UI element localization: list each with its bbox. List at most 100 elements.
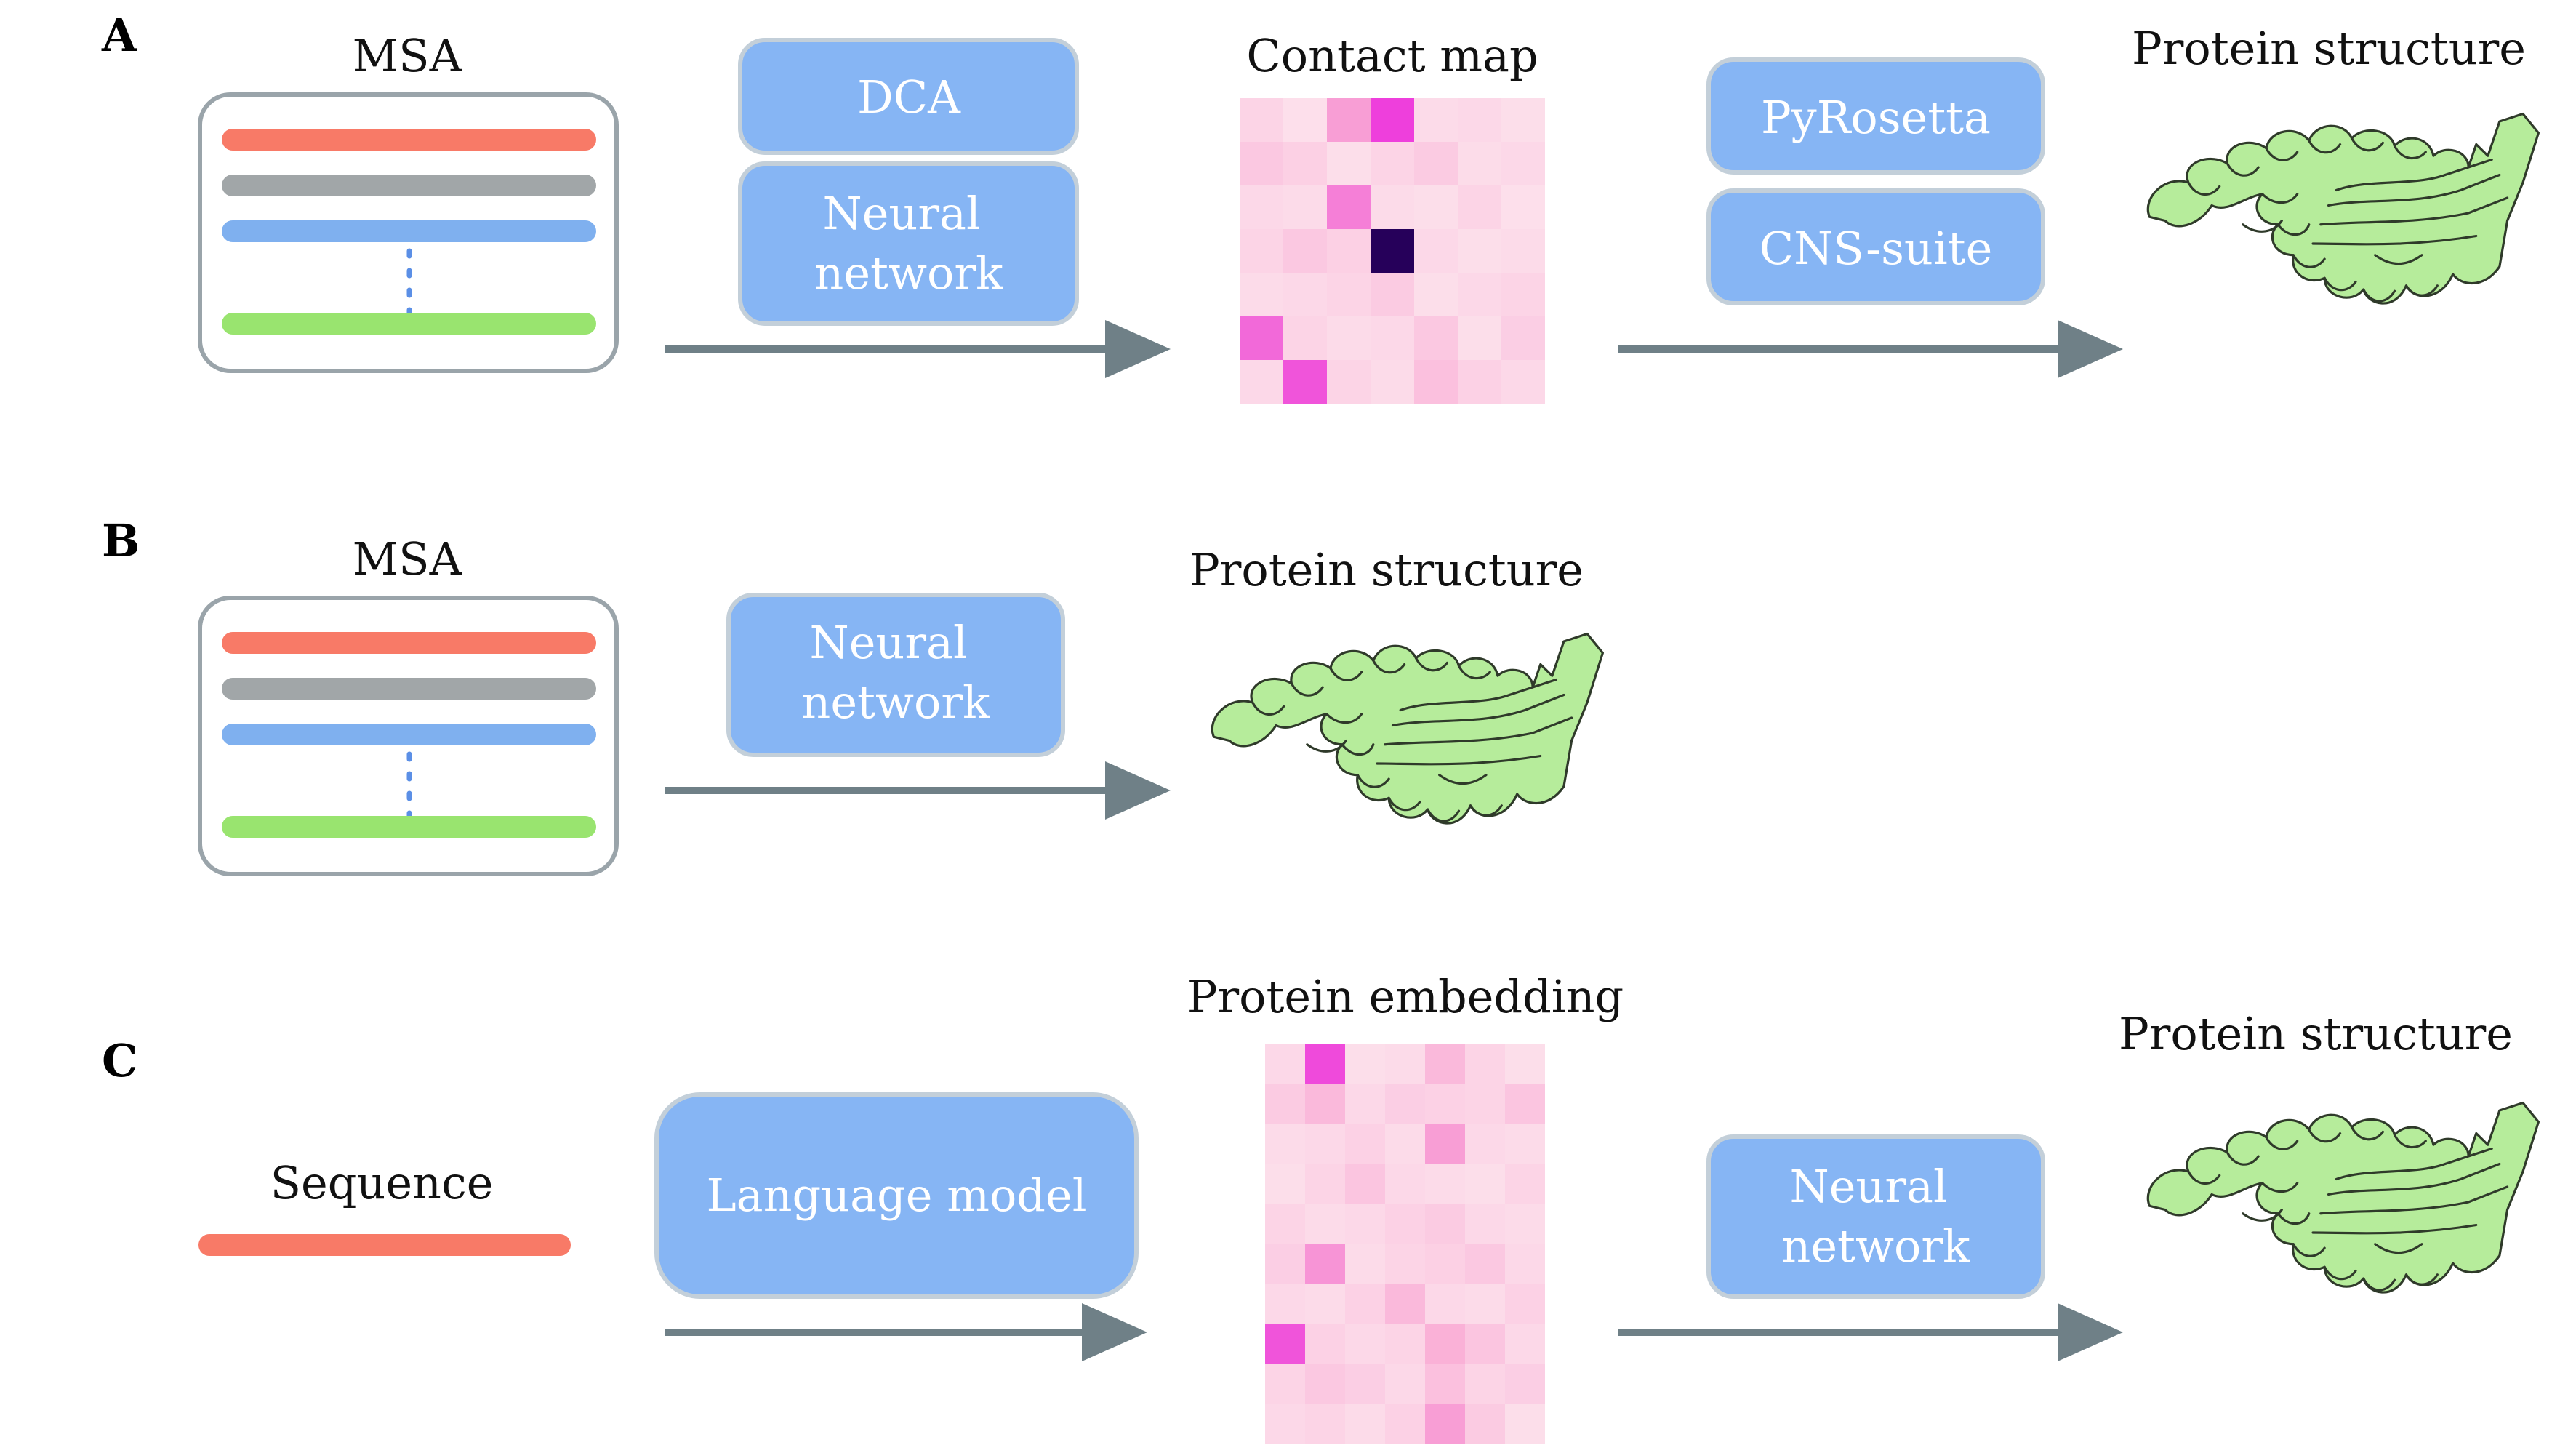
contact-map-cell-2-5: [1458, 185, 1501, 229]
contact-map-cell-5-0: [1240, 316, 1283, 360]
embedding-cell-2-6: [1505, 1124, 1545, 1164]
embedding-cell-5-0: [1265, 1244, 1305, 1284]
contact-map-cell-1-3: [1371, 142, 1414, 185]
contact-map-cell-3-6: [1501, 229, 1545, 273]
embedding-cell-7-1: [1305, 1324, 1345, 1364]
contact-map-cell-2-3: [1371, 185, 1414, 229]
embedding-cell-6-2: [1345, 1284, 1385, 1324]
embedding-cell-5-2: [1345, 1244, 1385, 1284]
structure-title-c: Protein structure: [2119, 1007, 2513, 1060]
pyrosetta-label: PyRosetta: [1761, 91, 1991, 144]
embedding-cell-2-5: [1465, 1124, 1505, 1164]
embedding-cell-9-5: [1465, 1404, 1505, 1444]
embedding-cell-2-0: [1265, 1124, 1305, 1164]
embedding-cell-7-5: [1465, 1324, 1505, 1364]
cns-suite-label: CNS-suite: [1760, 222, 1993, 275]
embedding-cell-7-3: [1385, 1324, 1425, 1364]
dca-label: DCA: [857, 71, 961, 124]
embedding-cell-3-3: [1385, 1164, 1425, 1204]
contact-map-cell-3-5: [1458, 229, 1501, 273]
embedding-cell-5-5: [1465, 1244, 1505, 1284]
contact-map-cell-0-2: [1327, 98, 1371, 142]
embedding-cell-4-0: [1265, 1204, 1305, 1244]
contact-map-cell-2-0: [1240, 185, 1283, 229]
embedding-cell-3-4: [1425, 1164, 1465, 1204]
structure-title-a: Protein structure: [2132, 22, 2526, 75]
contact-map-cell-5-5: [1458, 316, 1501, 360]
embedding-cell-3-5: [1465, 1164, 1505, 1204]
embedding-cell-0-2: [1345, 1044, 1385, 1084]
embedding-cell-6-6: [1505, 1284, 1545, 1324]
method-box-pyrosetta: PyRosetta: [1706, 57, 2045, 175]
embedding-cell-6-4: [1425, 1284, 1465, 1324]
method-box-neural-network-a: Neural network: [738, 161, 1079, 326]
contact-map-cell-2-4: [1414, 185, 1458, 229]
neural-network-label-a-line2: network: [814, 247, 1003, 300]
contact-map-cell-0-6: [1501, 98, 1545, 142]
contact-map-cell-0-0: [1240, 98, 1283, 142]
protein-ribbon-icon-c: [2146, 1101, 2540, 1294]
contact-map-cell-1-6: [1501, 142, 1545, 185]
neural-network-label-a: Neural network: [814, 187, 1003, 300]
embedding-cell-4-2: [1345, 1204, 1385, 1244]
embedding-cell-5-6: [1505, 1244, 1545, 1284]
panel-letter-a: A: [101, 9, 137, 62]
contact-map-cell-4-1: [1283, 273, 1327, 316]
panel-letter-c: C: [102, 1034, 137, 1087]
neural-network-label-c-line2: network: [1781, 1220, 1970, 1273]
method-box-cns-suite: CNS-suite: [1706, 188, 2045, 305]
contact-map-cell-6-4: [1414, 360, 1458, 404]
embedding-cell-3-0: [1265, 1164, 1305, 1204]
embedding-cell-8-1: [1305, 1364, 1345, 1404]
contact-map-cell-2-1: [1283, 185, 1327, 229]
embedding-cell-8-5: [1465, 1364, 1505, 1404]
contact-map-cell-2-6: [1501, 185, 1545, 229]
embedding-cell-4-4: [1425, 1204, 1465, 1244]
embedding-cell-2-2: [1345, 1124, 1385, 1164]
neural-network-label-c: Neural network: [1781, 1160, 1970, 1273]
neural-network-label-b: Neural network: [801, 616, 990, 729]
embedding-cell-4-5: [1465, 1204, 1505, 1244]
contact-map-cell-6-3: [1371, 360, 1414, 404]
contact-map-cell-5-3: [1371, 316, 1414, 360]
embedding-cell-8-3: [1385, 1364, 1425, 1404]
contact-map-cell-4-0: [1240, 273, 1283, 316]
embedding-cell-9-1: [1305, 1404, 1345, 1444]
embedding-cell-3-1: [1305, 1164, 1345, 1204]
contact-map-cell-3-0: [1240, 229, 1283, 273]
embedding-cell-0-0: [1265, 1044, 1305, 1084]
embedding-cell-5-1: [1305, 1244, 1345, 1284]
contact-map-cell-0-3: [1371, 98, 1414, 142]
contact-map-cell-5-2: [1327, 316, 1371, 360]
embedding-cell-6-0: [1265, 1284, 1305, 1324]
embedding-cell-6-1: [1305, 1284, 1345, 1324]
contact-map-title: Contact map: [1246, 29, 1538, 82]
embedding-cell-1-6: [1505, 1084, 1545, 1124]
neural-network-label-b-line1: Neural: [809, 616, 967, 669]
method-box-dca: DCA: [738, 38, 1079, 155]
embedding-title: Protein embedding: [1187, 970, 1624, 1023]
sequence-title: Sequence: [270, 1156, 494, 1209]
embedding-cell-8-0: [1265, 1364, 1305, 1404]
embedding-cell-6-3: [1385, 1284, 1425, 1324]
method-box-neural-network-c: Neural network: [1706, 1134, 2045, 1299]
contact-map-cell-3-2: [1327, 229, 1371, 273]
contact-map-cell-4-2: [1327, 273, 1371, 316]
contact-map-cell-1-4: [1414, 142, 1458, 185]
embedding-cell-4-3: [1385, 1204, 1425, 1244]
contact-map-cell-5-1: [1283, 316, 1327, 360]
contact-map-cell-0-1: [1283, 98, 1327, 142]
contact-map-cell-4-4: [1414, 273, 1458, 316]
contact-map-cell-6-5: [1458, 360, 1501, 404]
embedding-cell-9-3: [1385, 1404, 1425, 1444]
embedding-cell-2-3: [1385, 1124, 1425, 1164]
embedding-cell-9-2: [1345, 1404, 1385, 1444]
embedding-cell-7-0: [1265, 1324, 1305, 1364]
embedding-cell-2-1: [1305, 1124, 1345, 1164]
embedding-cell-3-6: [1505, 1164, 1545, 1204]
embedding-cell-1-4: [1425, 1084, 1465, 1124]
protein-ribbon-icon-b: [1211, 632, 1605, 825]
embedding-cell-9-4: [1425, 1404, 1465, 1444]
embedding-cell-1-2: [1345, 1084, 1385, 1124]
